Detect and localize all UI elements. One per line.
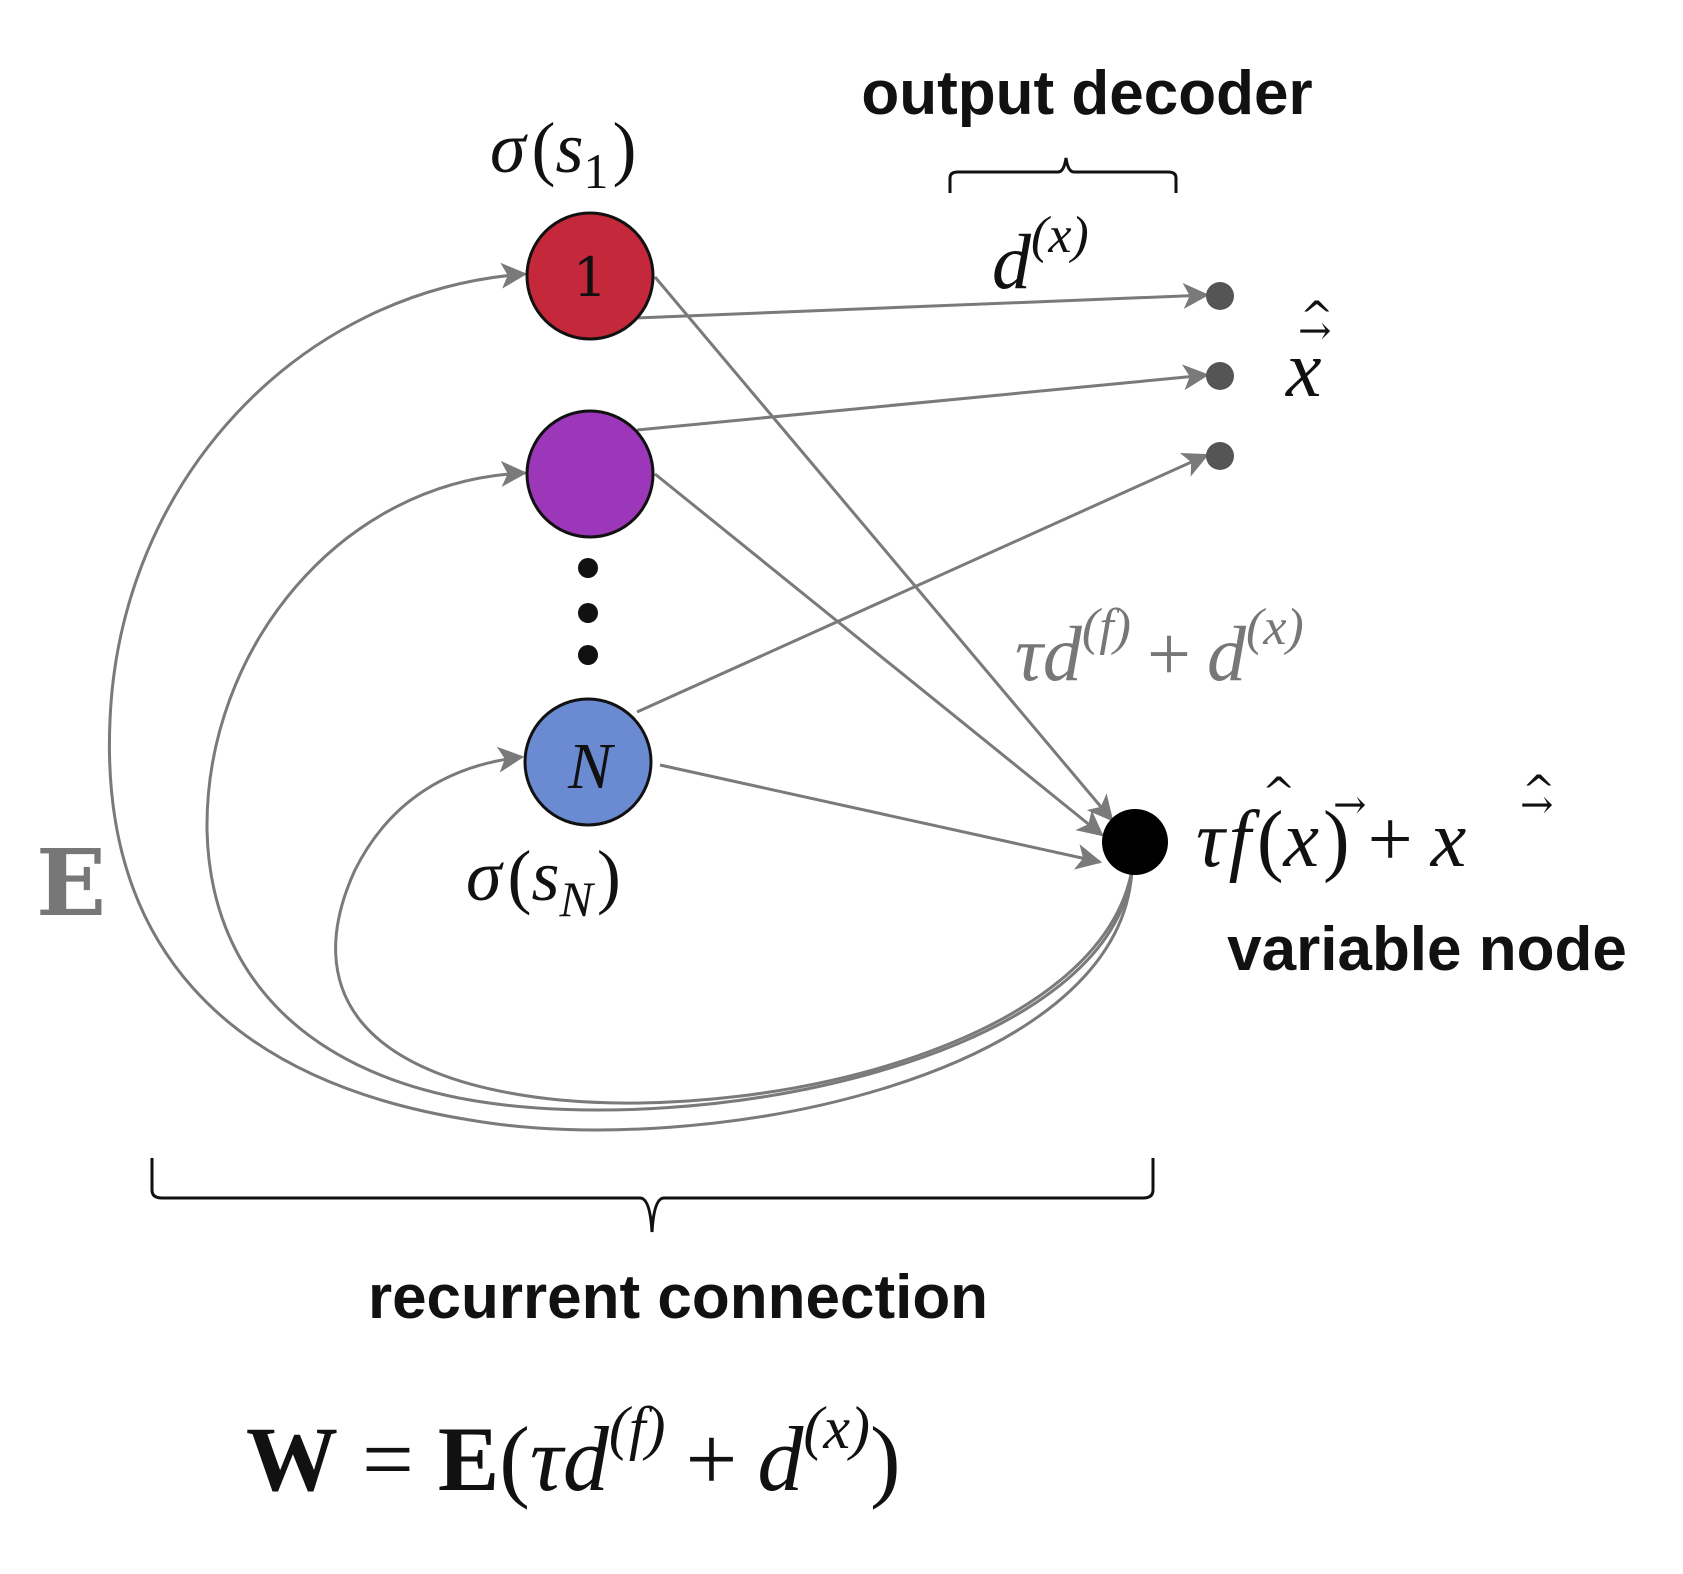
svg-text:→: →	[1520, 782, 1554, 828]
neuron-1-node	[525, 211, 655, 341]
output-dot	[1206, 282, 1234, 310]
ellipsis-dot	[578, 558, 598, 578]
variable-node-label: variable node	[1227, 915, 1627, 984]
recurrent-connection-label: recurrent connection	[368, 1263, 988, 1332]
edge-1-variable	[653, 276, 1114, 822]
svg-text:x: x	[1285, 326, 1322, 414]
recurrent-loop-inner	[334, 746, 1134, 1105]
sigma-sN-label: σ(sN)	[466, 836, 621, 927]
output-dot	[1206, 362, 1234, 390]
output-dot	[1206, 442, 1234, 470]
recurrent-loop-middle	[205, 460, 1134, 1112]
recurrent-loop-outer	[107, 262, 1134, 1132]
decoder-dx-label: d(x)	[992, 207, 1089, 305]
svg-text:^: ^	[1300, 294, 1334, 340]
svg-text:→: →	[1333, 782, 1367, 828]
neuron-2-node	[525, 409, 655, 539]
neuron-1-label: 1	[573, 246, 607, 309]
recurrent-connection-brace	[150, 1158, 1155, 1233]
ellipsis-dot	[578, 603, 598, 623]
edge-2-variable	[654, 472, 1104, 837]
neuron-N-node	[523, 697, 653, 827]
variable-node-dot	[1102, 809, 1168, 875]
decoder-edge-2-x2	[636, 364, 1210, 432]
svg-text:→: →	[1298, 308, 1332, 354]
output-decoder-label: output decoder	[861, 59, 1312, 128]
decoder-edge-N-x3	[636, 452, 1209, 714]
neuron-N-label: N	[567, 730, 616, 803]
combined-decoder-label: τd(f)+d(x)	[1015, 599, 1304, 697]
svg-text:τf(x)+x: τf(x)+x	[1196, 796, 1466, 884]
sigma-s1-label: σ(s1)	[490, 108, 637, 199]
variable-expression-label: τf(x)+x ^ → → ^	[1196, 768, 1556, 884]
edge-N-variable	[659, 763, 1103, 870]
ellipsis-dot	[578, 645, 598, 665]
svg-text:^: ^	[1262, 770, 1296, 816]
matrix-E-label: E	[36, 829, 106, 937]
output-decoder-brace	[948, 157, 1178, 193]
decoder-edge-1-x1	[635, 282, 1210, 320]
x-hat-vector-label: x → ^	[1285, 294, 1334, 414]
svg-text:^: ^	[1522, 768, 1556, 814]
weight-formula: W=E(τd(f)+d(x))	[246, 1395, 901, 1510]
